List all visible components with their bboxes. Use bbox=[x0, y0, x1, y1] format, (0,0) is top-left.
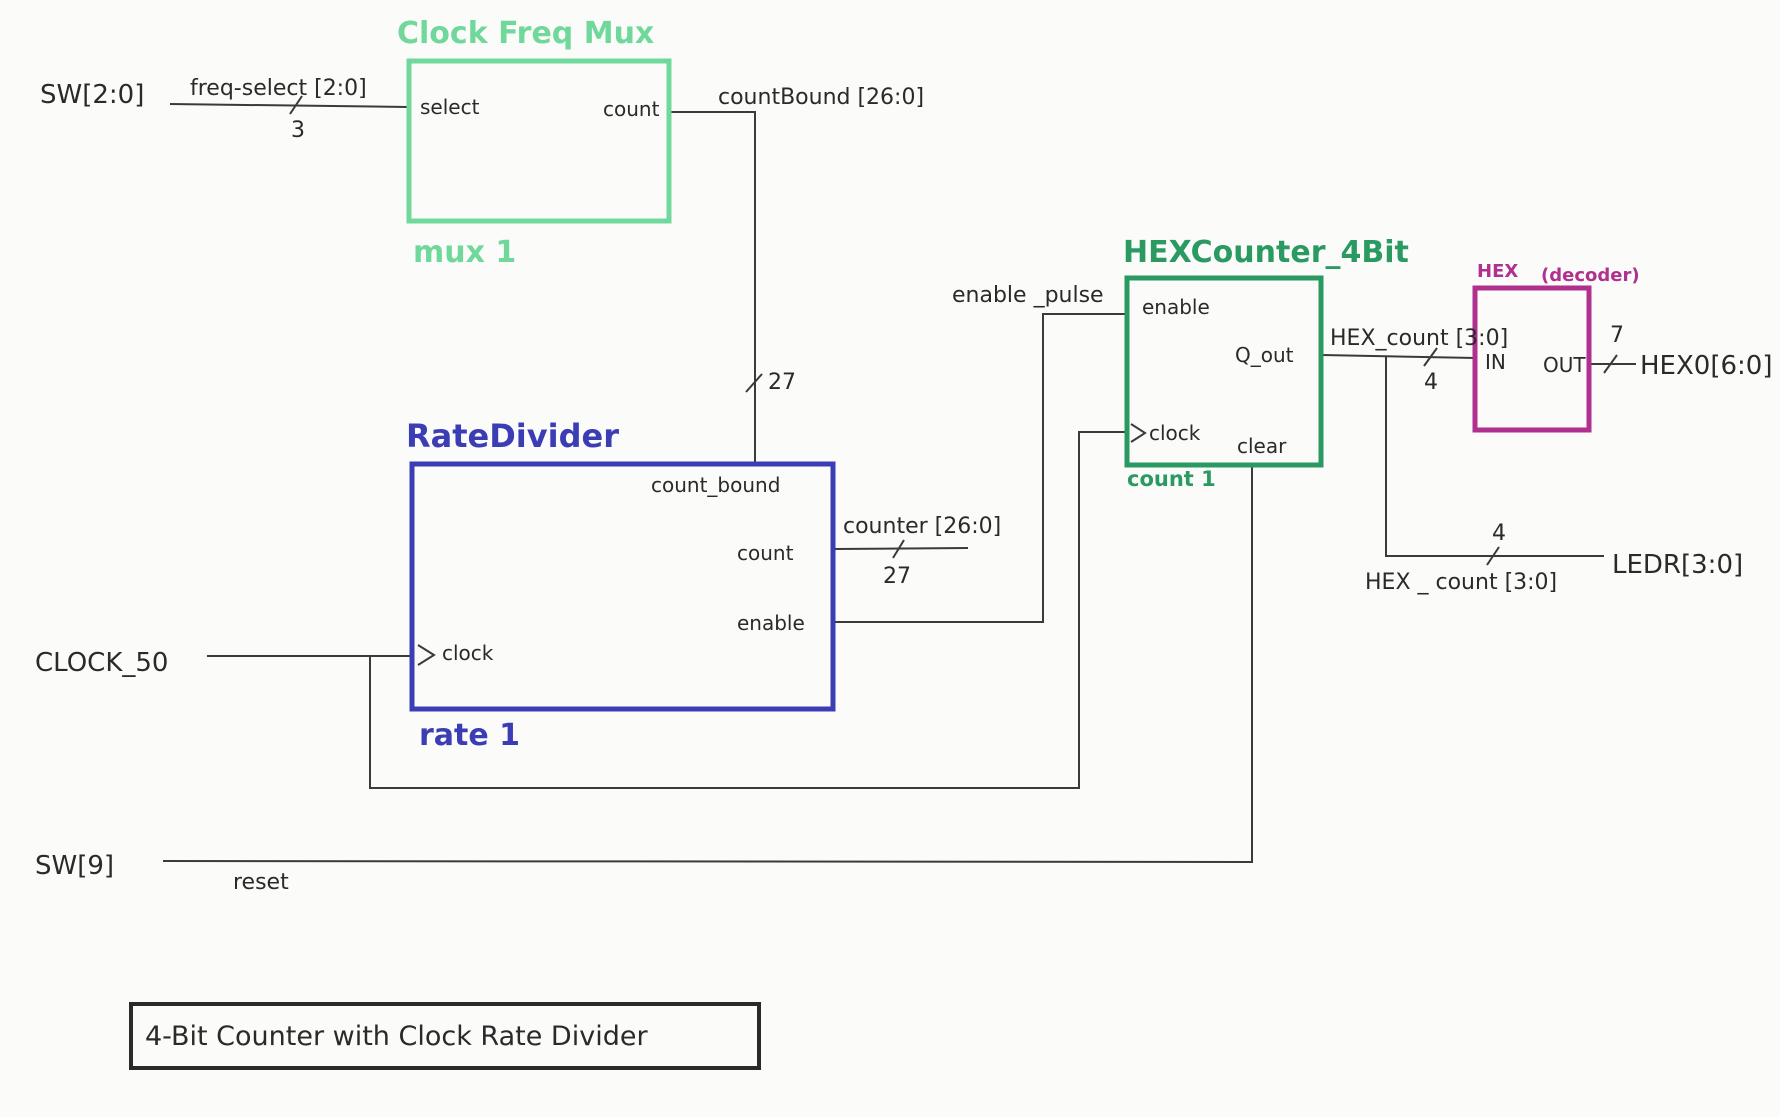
mux-pin-count: count bbox=[603, 97, 660, 121]
hex-counter-pin-enable: enable bbox=[1142, 295, 1210, 319]
rate-divider-box bbox=[409, 461, 836, 712]
bus-slash-freq-select bbox=[289, 95, 303, 115]
rate-divider-clock-marker bbox=[417, 644, 436, 666]
hex-counter-box bbox=[1124, 275, 1324, 468]
input-clock-50: CLOCK_50 bbox=[35, 648, 168, 678]
mux-box bbox=[406, 58, 672, 224]
wire-label-reset: reset bbox=[233, 870, 289, 895]
hex-decoder-subtitle: (decoder) bbox=[1541, 265, 1640, 286]
rate-divider-pin-enable: enable bbox=[737, 611, 805, 635]
wire-label-hex-count-bottom: HEX _ count [3:0] bbox=[1365, 570, 1557, 595]
rate-divider-pin-count: count bbox=[737, 541, 794, 565]
rate-divider-title: RateDivider bbox=[406, 417, 619, 455]
wire-label-hex-count-top: HEX_count [3:0] bbox=[1330, 326, 1508, 351]
wire-width-hex-count-bottom: 4 bbox=[1492, 521, 1506, 546]
output-hex0: HEX0[6:0] bbox=[1640, 351, 1772, 381]
wire-width-hex0: 7 bbox=[1610, 323, 1624, 348]
wire-clock-branch bbox=[369, 431, 1128, 789]
wire-label-count-bound: countBound [26:0] bbox=[718, 85, 924, 110]
mux-instance: mux 1 bbox=[413, 235, 516, 270]
mux-pin-select: select bbox=[420, 95, 480, 119]
wire-reset bbox=[162, 466, 1253, 864]
caption-box: 4-Bit Counter with Clock Rate Divider bbox=[129, 1002, 761, 1070]
caption-text: 4-Bit Counter with Clock Rate Divider bbox=[145, 1021, 648, 1052]
bus-slash-counter bbox=[892, 539, 905, 559]
bus-slash-hex-count-bottom bbox=[1486, 546, 1500, 566]
bus-slash-count-bound bbox=[745, 373, 763, 393]
wire-width-hex-count-top: 4 bbox=[1424, 370, 1438, 395]
bus-slash-hex-count-top bbox=[1423, 347, 1438, 367]
wire-count-bound bbox=[668, 111, 756, 464]
hex-counter-pin-clear: clear bbox=[1237, 434, 1287, 458]
wire-counter bbox=[833, 547, 969, 550]
hex-decoder-pin-in: IN bbox=[1485, 350, 1506, 374]
rate-divider-pin-count-bound: count_bound bbox=[651, 473, 780, 497]
hex-counter-clock-marker bbox=[1130, 423, 1147, 443]
rate-divider-instance: rate 1 bbox=[419, 718, 520, 753]
rate-divider-block: RateDivider rate 1 count_bound count ena… bbox=[406, 417, 836, 753]
mux-block: Clock Freq Mux mux 1 select count bbox=[397, 16, 672, 270]
hex-decoder-block: HEX (decoder) IN OUT bbox=[1472, 261, 1640, 433]
hex-counter-title: HEXCounter_4Bit bbox=[1123, 235, 1409, 270]
wire-hex-count-top bbox=[1321, 354, 1477, 359]
wire-width-freq-select: 3 bbox=[291, 118, 305, 143]
hex-counter-block: HEXCounter_4Bit count 1 enable Q_out clo… bbox=[1123, 235, 1409, 491]
input-sw-low: SW[2:0] bbox=[40, 80, 144, 110]
signal-labels: SW[2:0] CLOCK_50 SW[9] freq-select [2:0]… bbox=[35, 76, 1772, 895]
mux-title: Clock Freq Mux bbox=[397, 16, 654, 51]
rate-divider-pin-clock: clock bbox=[442, 641, 494, 665]
hex-counter-instance: count 1 bbox=[1127, 467, 1216, 491]
wire-label-freq-select: freq-select [2:0] bbox=[190, 76, 367, 101]
hex-decoder-pin-out: OUT bbox=[1543, 353, 1586, 377]
wire-enable-pulse bbox=[834, 313, 1126, 623]
wire-label-counter: counter [26:0] bbox=[843, 514, 1001, 539]
hex-counter-pin-clock: clock bbox=[1149, 421, 1201, 445]
hex-decoder-title: HEX bbox=[1477, 261, 1518, 282]
output-ledr: LEDR[3:0] bbox=[1612, 550, 1743, 580]
wire-width-count-bound: 27 bbox=[768, 370, 796, 395]
wire-label-enable-pulse: enable _pulse bbox=[952, 283, 1104, 308]
wires bbox=[162, 95, 1636, 864]
wire-width-counter: 27 bbox=[883, 564, 911, 589]
bus-slash-hex0 bbox=[1603, 354, 1618, 374]
hex-decoder-box bbox=[1472, 285, 1592, 433]
hex-counter-pin-q-out: Q_out bbox=[1235, 343, 1294, 367]
wire-hex-count-bottom bbox=[1385, 356, 1604, 557]
wire-freq-select bbox=[169, 103, 409, 108]
input-sw-reset: SW[9] bbox=[35, 851, 114, 881]
caption-frame bbox=[129, 1002, 761, 1070]
